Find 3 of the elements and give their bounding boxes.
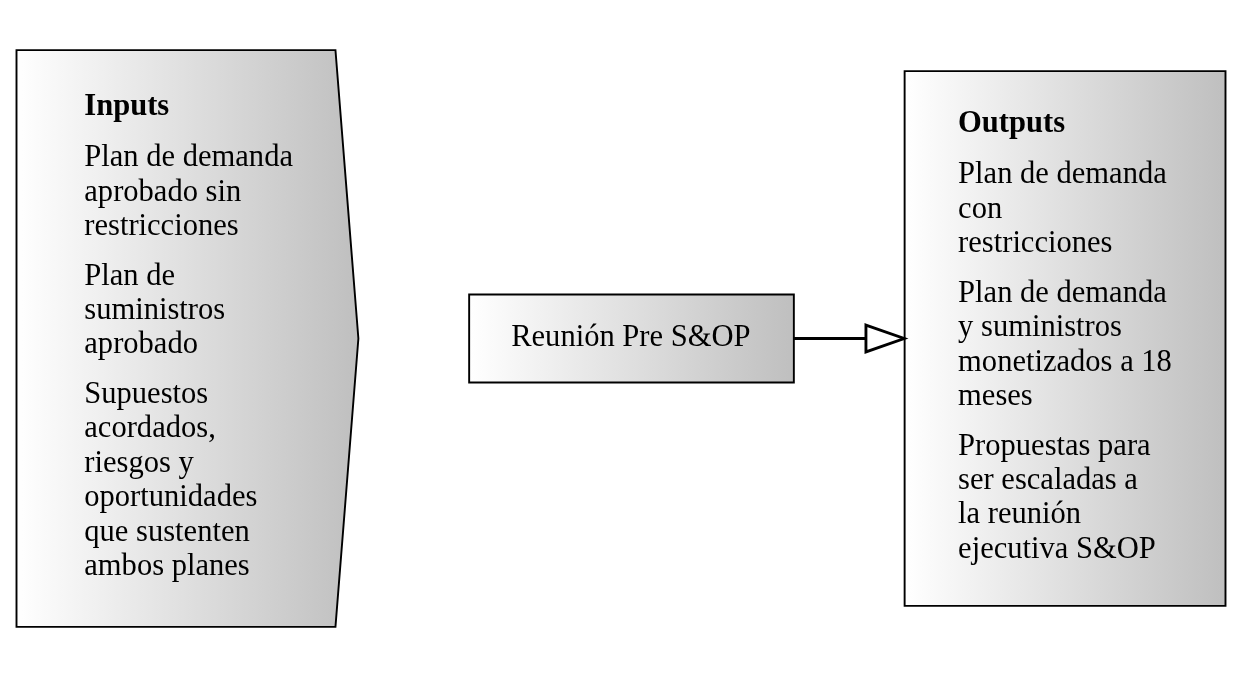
node-box: Reunión Pre S&OP — [468, 293, 795, 384]
arrow — [794, 323, 909, 354]
node-box: Outputs Plan de demanda con restricciones Plan de demanda y suministros monetizados a 18 meses Propuestas para ser escaladas a la reunión ejecutiva S&OP — [903, 70, 1227, 607]
